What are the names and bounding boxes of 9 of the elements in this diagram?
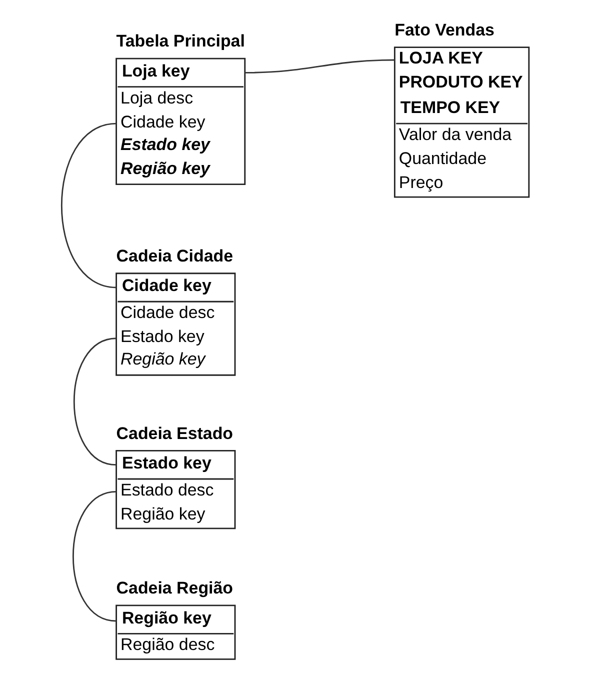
- node-label: Cadeia Cidade: [116, 246, 233, 266]
- connector: [60, 122, 116, 288]
- connector: [244, 59, 394, 74]
- node-label: Fato Vendas: [394, 20, 494, 40]
- connector: [72, 491, 116, 622]
- node-label: Cadeia Região: [116, 578, 233, 598]
- connector: [73, 338, 116, 466]
- node-label: Cadeia Estado: [116, 424, 233, 443]
- node-label: Tabela Principal: [116, 32, 244, 51]
